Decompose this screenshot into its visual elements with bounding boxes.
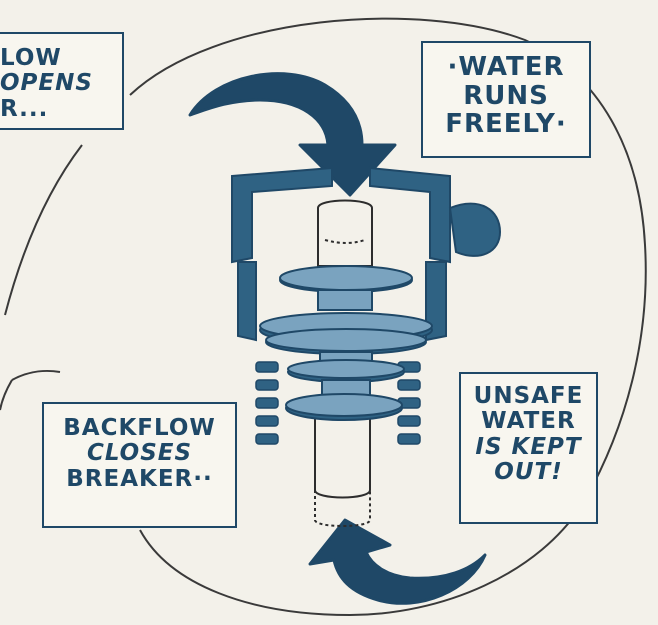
caption-line: R... — [0, 95, 49, 122]
caption-line: OPENS — [0, 70, 93, 97]
caption-line: OUT! — [494, 458, 563, 485]
caption-water-runs-freely: ·WATER RUNS FREELY· — [421, 41, 591, 158]
caption-line: UNSAFE — [473, 383, 584, 409]
caption-backflow-opens: LOW OPENS R... — [0, 32, 124, 130]
caption-unsafe-water-kept-out: UNSAFE WATER IS KEPT OUT! — [459, 372, 598, 524]
cycle-left-arc-tick — [0, 379, 13, 411]
valve-body — [231, 166, 502, 342]
caption-line: RUNS — [463, 80, 549, 111]
caption-line: FREELY· — [445, 109, 567, 140]
curved-down-arrow-icon — [188, 72, 397, 197]
valve-threads — [255, 361, 421, 445]
caption-line: CLOSES — [86, 440, 193, 467]
caption-line: WATER — [481, 408, 576, 435]
caption-backflow-closes-breaker: BACKFLOW CLOSES BREAKER·· — [42, 402, 237, 528]
caption-line: LOW — [0, 45, 62, 71]
caption-line: BREAKER·· — [66, 465, 213, 492]
cycle-circle — [129, 17, 647, 617]
caption-line: BACKFLOW — [63, 415, 216, 441]
valve-stem — [314, 199, 373, 527]
cycle-left-arc-lower — [11, 370, 61, 381]
caption-line: ·WATER — [447, 52, 565, 82]
valve-discs — [259, 265, 433, 421]
curved-up-arrow-icon — [308, 518, 487, 605]
cycle-left-arc-upper — [4, 144, 83, 316]
caption-line: IS KEPT — [475, 433, 582, 460]
